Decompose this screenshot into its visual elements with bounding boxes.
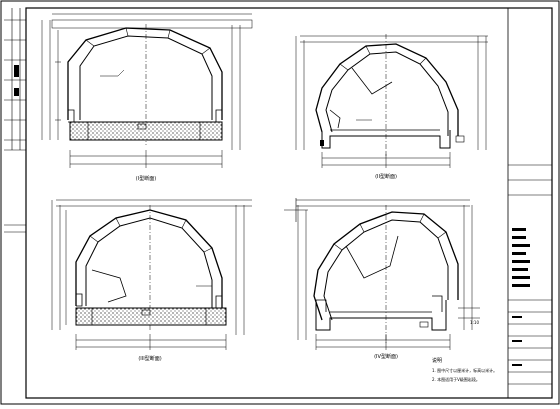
tunnel-section-view-2 (295, 34, 488, 168)
tunnel-section-view-4 (284, 198, 480, 350)
view-1-caption: (I型断面) (136, 175, 156, 182)
notes-title: 说明 (432, 357, 442, 364)
side-note: 1:10 (470, 320, 479, 325)
note-line-2: 2. 本图适用于V级围岩段。 (432, 376, 480, 382)
note-line-1: 1. 图中尺寸以厘米计，标高以米计。 (432, 367, 497, 373)
notes-block: 说明 1. 图中尺寸以厘米计，标高以米计。 2. 本图适用于V级围岩段。 (432, 357, 497, 382)
left-binding-strip (4, 8, 26, 233)
title-block (507, 8, 552, 398)
view-4-caption: (IV型断面) (374, 353, 398, 360)
tunnel-section-view-1 (41, 13, 253, 168)
inner-border (25, 7, 553, 399)
view-2-caption: (II型断面) (375, 173, 397, 180)
tunnel-section-view-3 (51, 199, 252, 350)
view-3-caption: (III型断面) (138, 355, 161, 362)
